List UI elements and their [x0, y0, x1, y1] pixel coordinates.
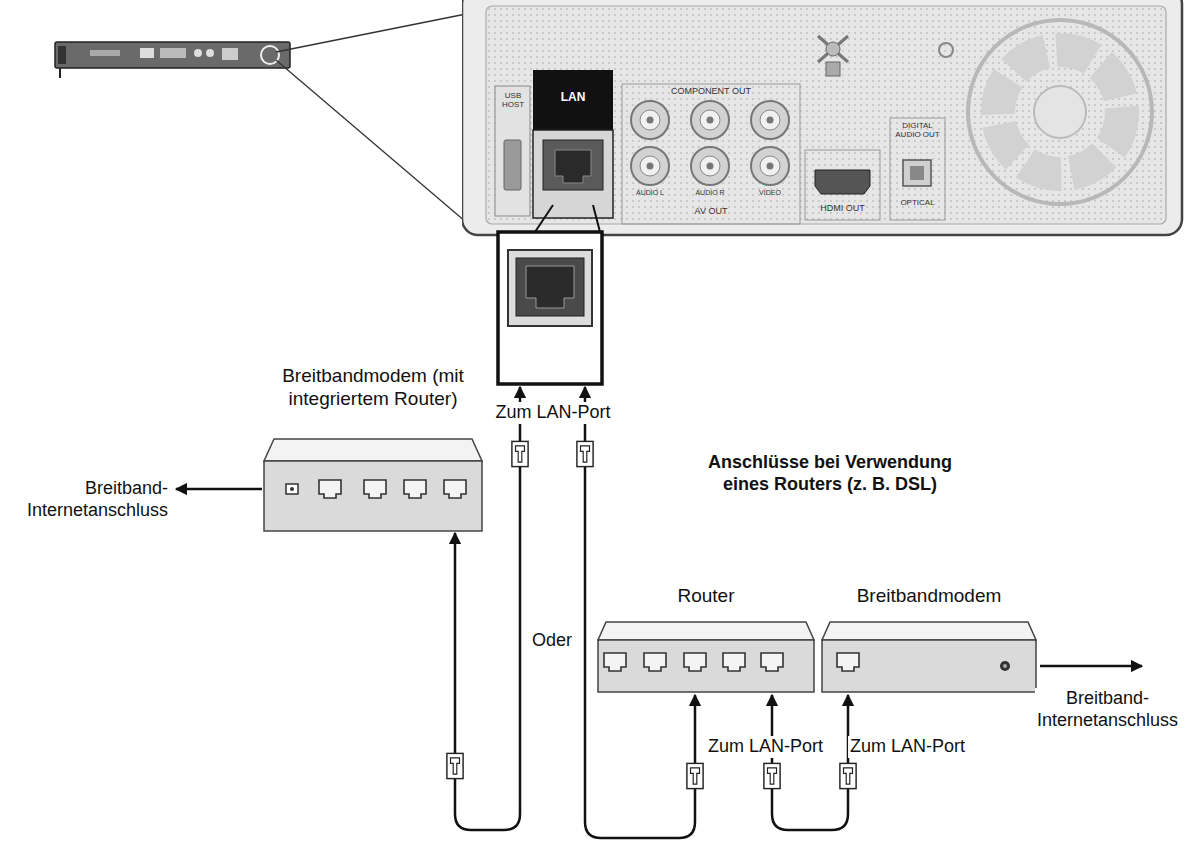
port-label: Zum LAN-Port [493, 402, 612, 424]
rj45-plug [687, 763, 703, 788]
modem-router-box [262, 437, 484, 533]
device-heading: Router [596, 585, 816, 608]
port-label: AV OUT [622, 207, 800, 217]
internet-label: Breitband- Internetanschluss [25, 478, 170, 521]
port-label: HDMI OUT [805, 204, 880, 214]
port-label: DIGITAL AUDIO OUT [890, 122, 945, 140]
modem: Breitbandmodem [820, 585, 1038, 695]
router-box [596, 620, 816, 695]
rj45-plug [512, 441, 528, 466]
port-label: VIDEO [748, 189, 792, 197]
rear-panel-art [462, 0, 1187, 387]
port-label: AUDIO L [628, 189, 672, 197]
lan-cable [585, 387, 695, 838]
player-thumbnail [55, 42, 290, 78]
rj45-plug [577, 441, 593, 466]
modem-router: Breitbandmodem (mit integriertem Router) [262, 365, 484, 533]
port-label: LAN [533, 91, 613, 104]
modem-box [820, 620, 1038, 695]
rj45-plug [764, 763, 780, 788]
port-label: COMPONENT OUT [622, 87, 800, 97]
device-heading: Breitbandmodem [820, 585, 1038, 608]
lan-cable [772, 695, 848, 830]
rj45-plug [840, 763, 856, 788]
rear-panel: USB HOSTLAN COMPONENT OUT AV OUT HDMI OUT DI… [462, 0, 1187, 387]
rj45-plug [447, 753, 463, 778]
port-label: OPTICAL [890, 199, 945, 208]
section-heading: Anschlüsse bei Verwendung eines Routers … [693, 452, 967, 495]
port-label: Zum LAN-Port [848, 736, 967, 758]
port-label: AUDIO R [688, 189, 732, 197]
device-heading: Breitbandmodem (mit integriertem Router) [262, 365, 484, 411]
zoom-leader-lines [276, 14, 466, 222]
port-label: USB HOST [495, 92, 531, 110]
or-label: Oder [530, 630, 574, 652]
port-label: Zum LAN-Port [706, 736, 825, 758]
internet-label: Breitband- Internetanschluss [1035, 688, 1180, 731]
router: Router [596, 585, 816, 695]
